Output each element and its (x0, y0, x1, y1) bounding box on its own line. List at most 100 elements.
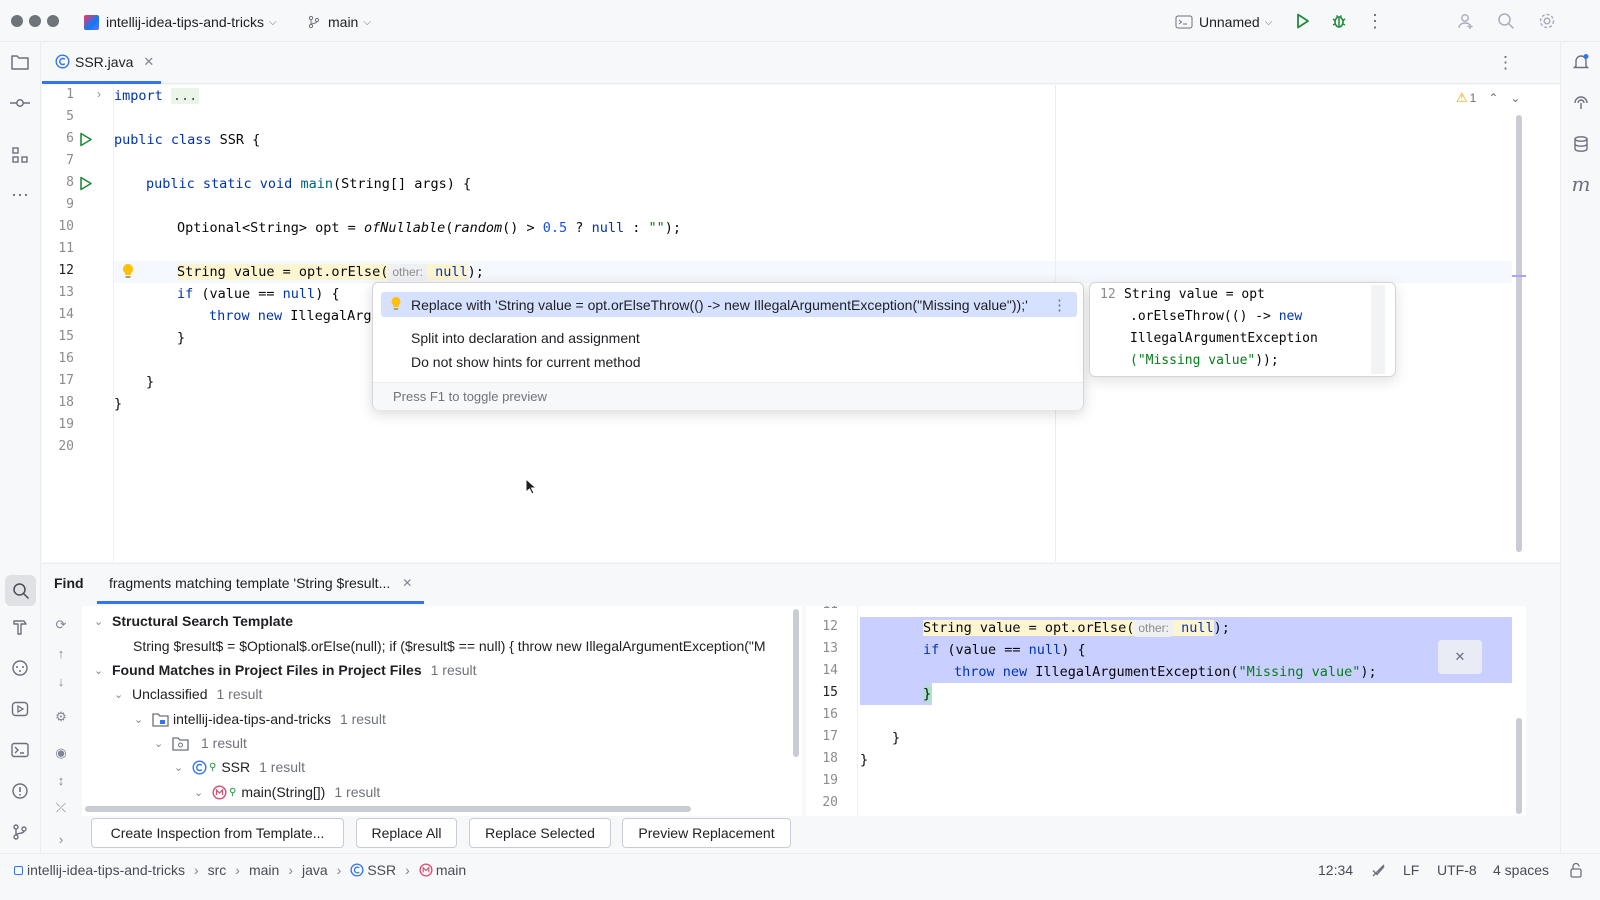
search-everywhere-button[interactable] (1496, 11, 1516, 31)
window-close-button[interactable] (11, 15, 23, 27)
breadcrumb-project[interactable]: intellij-idea-tips-and-tricks (27, 862, 185, 878)
preview-toggle-button[interactable]: ◉ (52, 744, 70, 762)
caret-position[interactable]: 12:34 (1318, 862, 1354, 878)
tab-find-results[interactable]: fragments matching template 'String $res… (97, 564, 424, 604)
indent-setting[interactable]: 4 spaces (1493, 862, 1550, 878)
collapse-all-button[interactable]: ⤫ (52, 799, 70, 817)
create-inspection-button[interactable]: Create Inspection from Template... (91, 818, 344, 848)
database-button[interactable] (1570, 133, 1592, 155)
branch-selector[interactable]: main ⌵ (307, 12, 371, 32)
lightbulb-icon[interactable] (121, 263, 135, 280)
method-name: main (292, 176, 333, 192)
tab-options-button[interactable]: ⋮ (1497, 53, 1514, 73)
previous-occurrence-button[interactable]: ↑ (52, 644, 70, 662)
parameter-hint: other: (388, 264, 428, 281)
commit-tool-button[interactable] (9, 92, 31, 114)
chevron-up-icon[interactable]: ⌃ (1488, 91, 1499, 105)
tree-vertical-scrollbar[interactable] (793, 609, 799, 757)
close-preview-button[interactable]: ✕ (1438, 640, 1482, 674)
replace-selected-button[interactable]: Replace Selected (469, 818, 611, 848)
intention-split-declaration[interactable]: Split into declaration and assignment (381, 325, 1077, 350)
window-minimize-button[interactable] (29, 15, 41, 27)
problems-tool-button[interactable] (9, 780, 31, 802)
hammer-icon (13, 620, 27, 635)
services-tool-button[interactable] (9, 657, 31, 679)
node-label: Structural Search Template (112, 613, 294, 629)
line-number: 14 (58, 307, 74, 322)
more-vertical-icon[interactable]: ⋮ (1052, 296, 1067, 314)
preview-scrollbar[interactable] (1371, 285, 1385, 374)
tab-ssr-java[interactable]: SSR.java ✕ (42, 42, 161, 84)
tree-horizontal-scrollbar[interactable] (85, 806, 691, 812)
tree-node-template-text[interactable]: String $result$ = $Optional$.orElse(null… (133, 635, 766, 657)
chevron-down-icon: ⌄ (94, 615, 104, 628)
search-settings-button[interactable]: ⚙ (52, 708, 70, 726)
intention-replace-with-orelsethrow[interactable]: Replace with 'String value = opt.orElseT… (381, 292, 1077, 317)
more-actions-button[interactable]: ⋮ (1365, 11, 1385, 31)
fold-expand-icon[interactable]: › (97, 87, 101, 101)
more-tools-button[interactable]: ⋯ (9, 184, 31, 206)
code-with-me-button[interactable] (1456, 11, 1476, 31)
line-separator[interactable]: LF (1403, 862, 1420, 878)
error-stripe-mark[interactable] (1512, 275, 1526, 277)
no-inspections-icon[interactable] (1371, 863, 1386, 878)
settings-button[interactable] (1537, 11, 1557, 31)
breadcrumb-src[interactable]: src (207, 862, 227, 878)
notifications-button[interactable] (1570, 51, 1592, 73)
project-tool-button[interactable] (9, 51, 31, 73)
maven-button[interactable]: m (1570, 172, 1592, 196)
expand-all-button[interactable]: ↕ (52, 771, 70, 789)
lock-icon[interactable] (1569, 862, 1583, 878)
run-class-icon[interactable] (79, 132, 93, 147)
code-text: ) { (315, 286, 340, 302)
code-text: String value = opt (1124, 287, 1265, 302)
debug-button[interactable] (1329, 11, 1349, 31)
intention-hide-hints[interactable]: Do not show hints for current method (381, 349, 1077, 374)
rerun-search-button[interactable]: ⟳ (52, 616, 70, 634)
tree-node-method[interactable]: ⌄ ⚲ main(String[])1 result (194, 781, 380, 803)
string-literal: "" (648, 220, 665, 236)
warning-count: 1 (1469, 91, 1477, 105)
run-button[interactable] (1293, 11, 1313, 31)
code-text: .orElseThrow(() -> (1130, 309, 1279, 324)
close-icon[interactable]: ✕ (143, 53, 155, 69)
preview-scrollbar[interactable] (1516, 718, 1522, 814)
chevron-down-icon[interactable]: ⌄ (1510, 91, 1521, 105)
ai-assistant-button[interactable] (1570, 92, 1592, 114)
inspection-widget[interactable]: ⚠1 ⌃ ⌄ (1456, 90, 1520, 106)
window-zoom-button[interactable] (47, 15, 59, 27)
tree-node-package[interactable]: ⌄ 1 result (154, 732, 247, 754)
breadcrumb-main[interactable]: main (248, 862, 280, 878)
project-selector[interactable]: intellij-idea-tips-and-tricks ⌵ (84, 12, 277, 32)
replace-all-button[interactable]: Replace All (356, 818, 457, 848)
intention-label: Split into declaration and assignment (411, 329, 640, 346)
breadcrumb-method[interactable]: main (435, 862, 467, 878)
preview-replacement-button[interactable]: Preview Replacement (622, 818, 791, 848)
run-tool-button[interactable] (9, 698, 31, 720)
find-tool-button[interactable] (5, 575, 36, 606)
keyword: import (114, 88, 163, 104)
breadcrumb-class[interactable]: SSR (367, 862, 397, 878)
folded-imports[interactable]: ... (170, 88, 200, 104)
run-config-selector[interactable]: Unnamed ⌵ (1175, 12, 1272, 32)
parameter-hint: other: (1134, 620, 1174, 637)
tree-node-found-matches[interactable]: ⌄Found Matches in Project Files in Proje… (94, 659, 477, 681)
build-tool-button[interactable] (9, 616, 31, 638)
structure-tool-button[interactable] (9, 144, 31, 166)
breadcrumb-java[interactable]: java (301, 862, 328, 878)
code-text: } (923, 686, 932, 702)
more-options-button[interactable]: › (52, 830, 70, 848)
next-occurrence-button[interactable]: ↓ (52, 672, 70, 690)
close-icon[interactable]: ✕ (402, 575, 413, 590)
method-icon (419, 863, 433, 877)
file-encoding[interactable]: UTF-8 (1437, 862, 1477, 878)
tree-node-template[interactable]: ⌄ Structural Search Template (94, 610, 293, 632)
run-main-icon[interactable] (79, 176, 93, 191)
editor-scrollbar[interactable] (1516, 115, 1522, 552)
git-tool-button[interactable] (9, 821, 31, 843)
terminal-tool-button[interactable] (9, 739, 31, 761)
